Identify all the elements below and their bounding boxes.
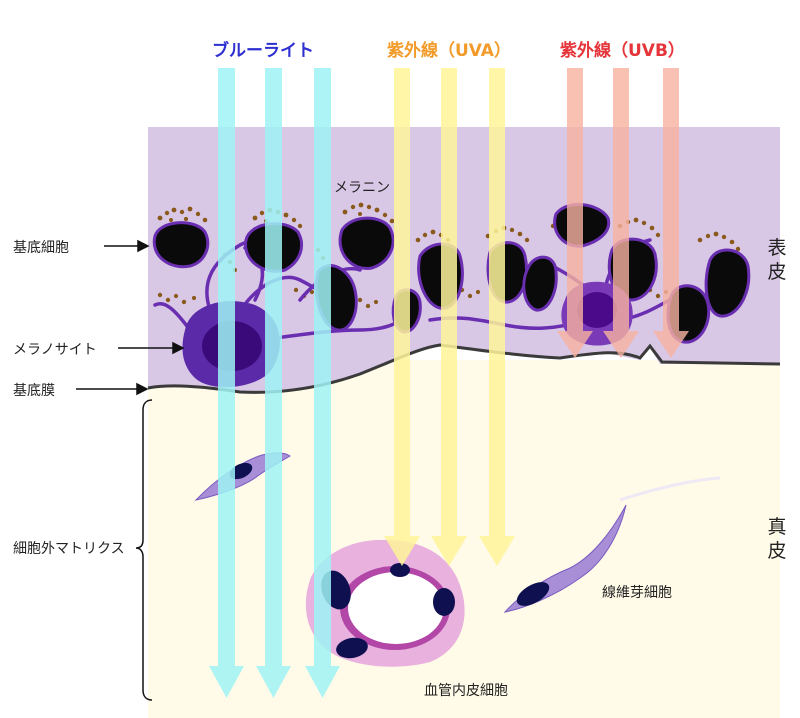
label-pointers bbox=[76, 239, 185, 396]
melanocyte-label: メラノサイト bbox=[13, 342, 97, 358]
uvb-header: 紫外線（UVB） bbox=[560, 41, 685, 61]
ecm-brace bbox=[135, 399, 153, 701]
basement-membrane-label: 基底膜 bbox=[13, 383, 55, 399]
uva-header: 紫外線（UVA） bbox=[387, 41, 511, 61]
blue-light-arrows bbox=[209, 68, 340, 698]
dermis-label: 真皮 bbox=[767, 516, 787, 562]
basal-cell-label: 基底細胞 bbox=[13, 240, 69, 256]
uvb-arrows bbox=[557, 68, 689, 358]
fibroblast-label: 線維芽細胞 bbox=[602, 585, 672, 601]
blood-vessel bbox=[305, 539, 465, 667]
uva-arrows bbox=[384, 68, 515, 566]
epidermis-label: 表皮 bbox=[767, 237, 787, 283]
blue-light-header: ブルーライト bbox=[212, 41, 314, 61]
melanin-label: メラニン bbox=[334, 180, 390, 196]
ecm-label: 細胞外マトリクス bbox=[13, 541, 125, 557]
basement-membrane bbox=[147, 343, 781, 394]
endothelial-label: 血管内皮細胞 bbox=[424, 683, 508, 699]
